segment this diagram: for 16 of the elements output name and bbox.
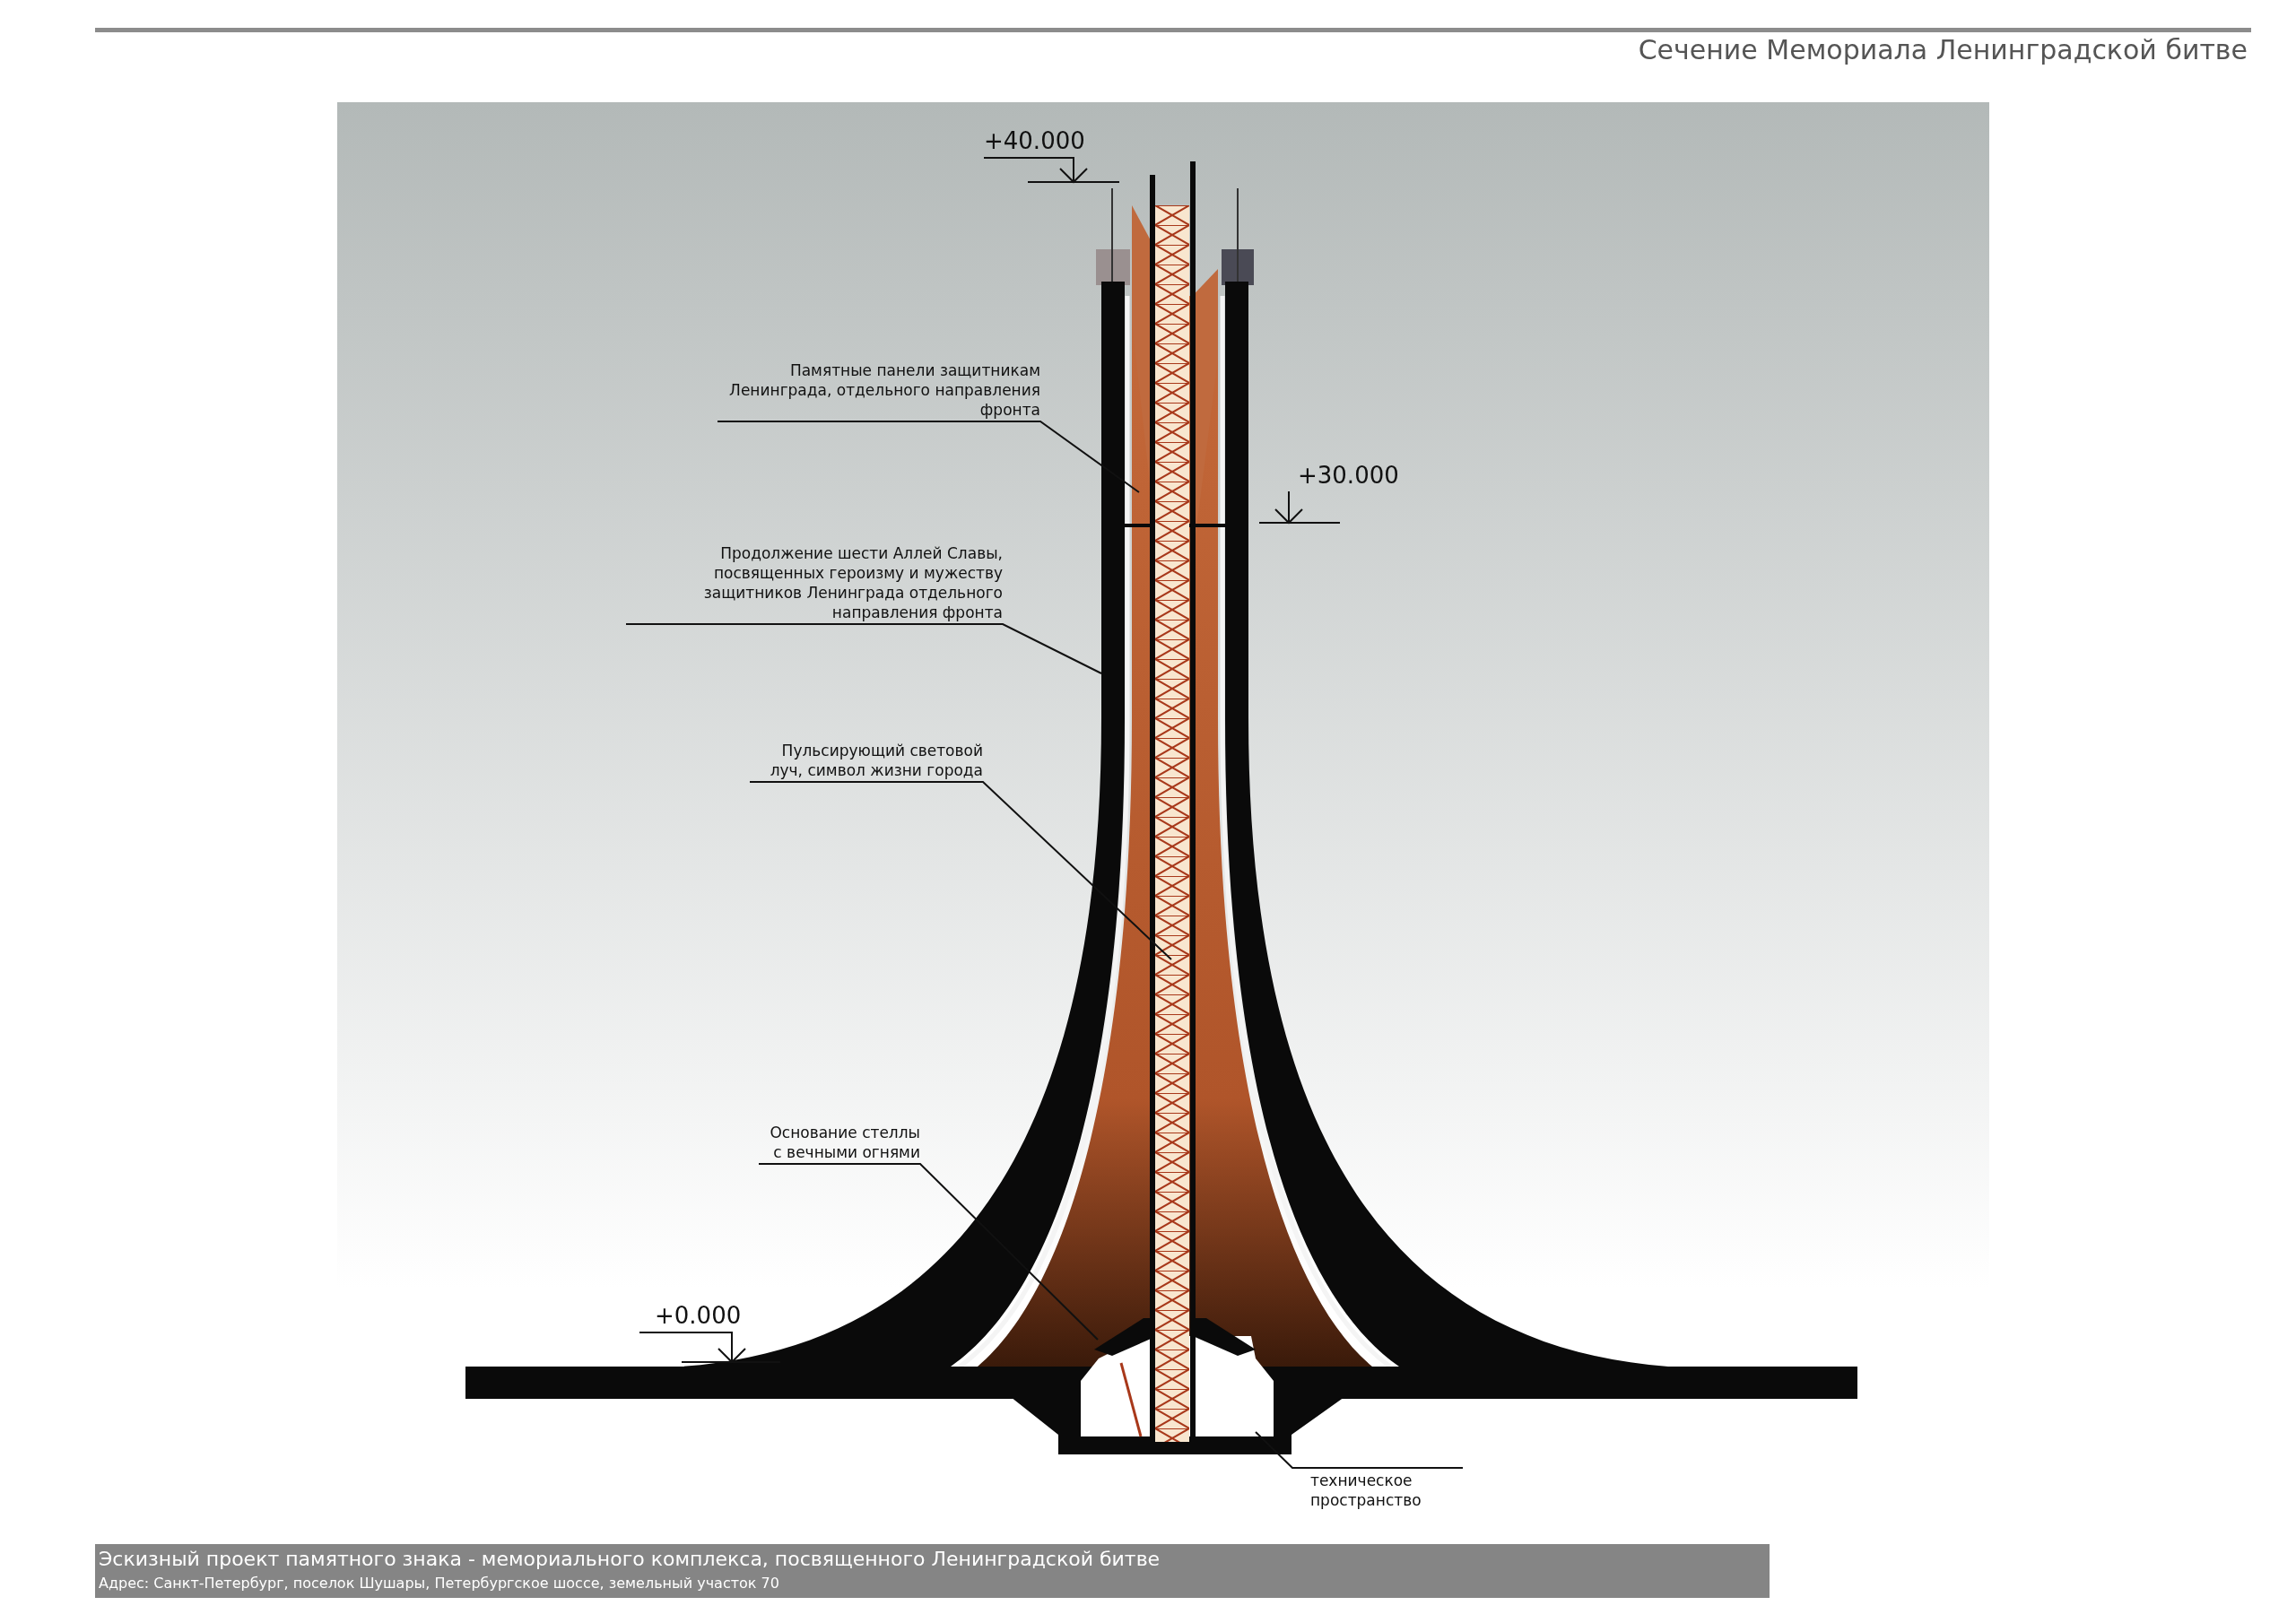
- address-text: Адрес: Санкт-Петербург, поселок Шушары, Петербургское шоссе, земельный участок 70: [99, 1575, 779, 1592]
- elevation-label: +0.000: [655, 1302, 742, 1329]
- leader-line: [749, 781, 1172, 960]
- leader-line: [758, 1163, 1099, 1341]
- elevation-label: +40.000: [984, 127, 1085, 154]
- callout-text: Основание стеллы с вечными огнями: [759, 1123, 920, 1162]
- leader-line: [717, 421, 1140, 493]
- callout-text: Пульсирующий световой луч, символ жизни города: [750, 741, 983, 780]
- sheet-title: Сечение Мемориала Ленинградской битве: [1638, 34, 2248, 65]
- leader-line: [1255, 1431, 1464, 1469]
- elevation-label: +30.000: [1298, 462, 1399, 489]
- project-caption: Эскизный проект памятного знака - мемориального комплекса, посвященного Ленинградской битве: [99, 1548, 1161, 1570]
- callout-text: Памятные панели защитникам Ленинграда, отдельного направления фронта: [718, 360, 1040, 420]
- callout-text: Продолжение шести Аллей Славы, посвященных героизму и мужеству защитников Ленинграда отдельного направления фронта: [626, 543, 1003, 622]
- leader-line: [625, 623, 1102, 674]
- callout-text: техническое пространство: [1310, 1471, 1463, 1510]
